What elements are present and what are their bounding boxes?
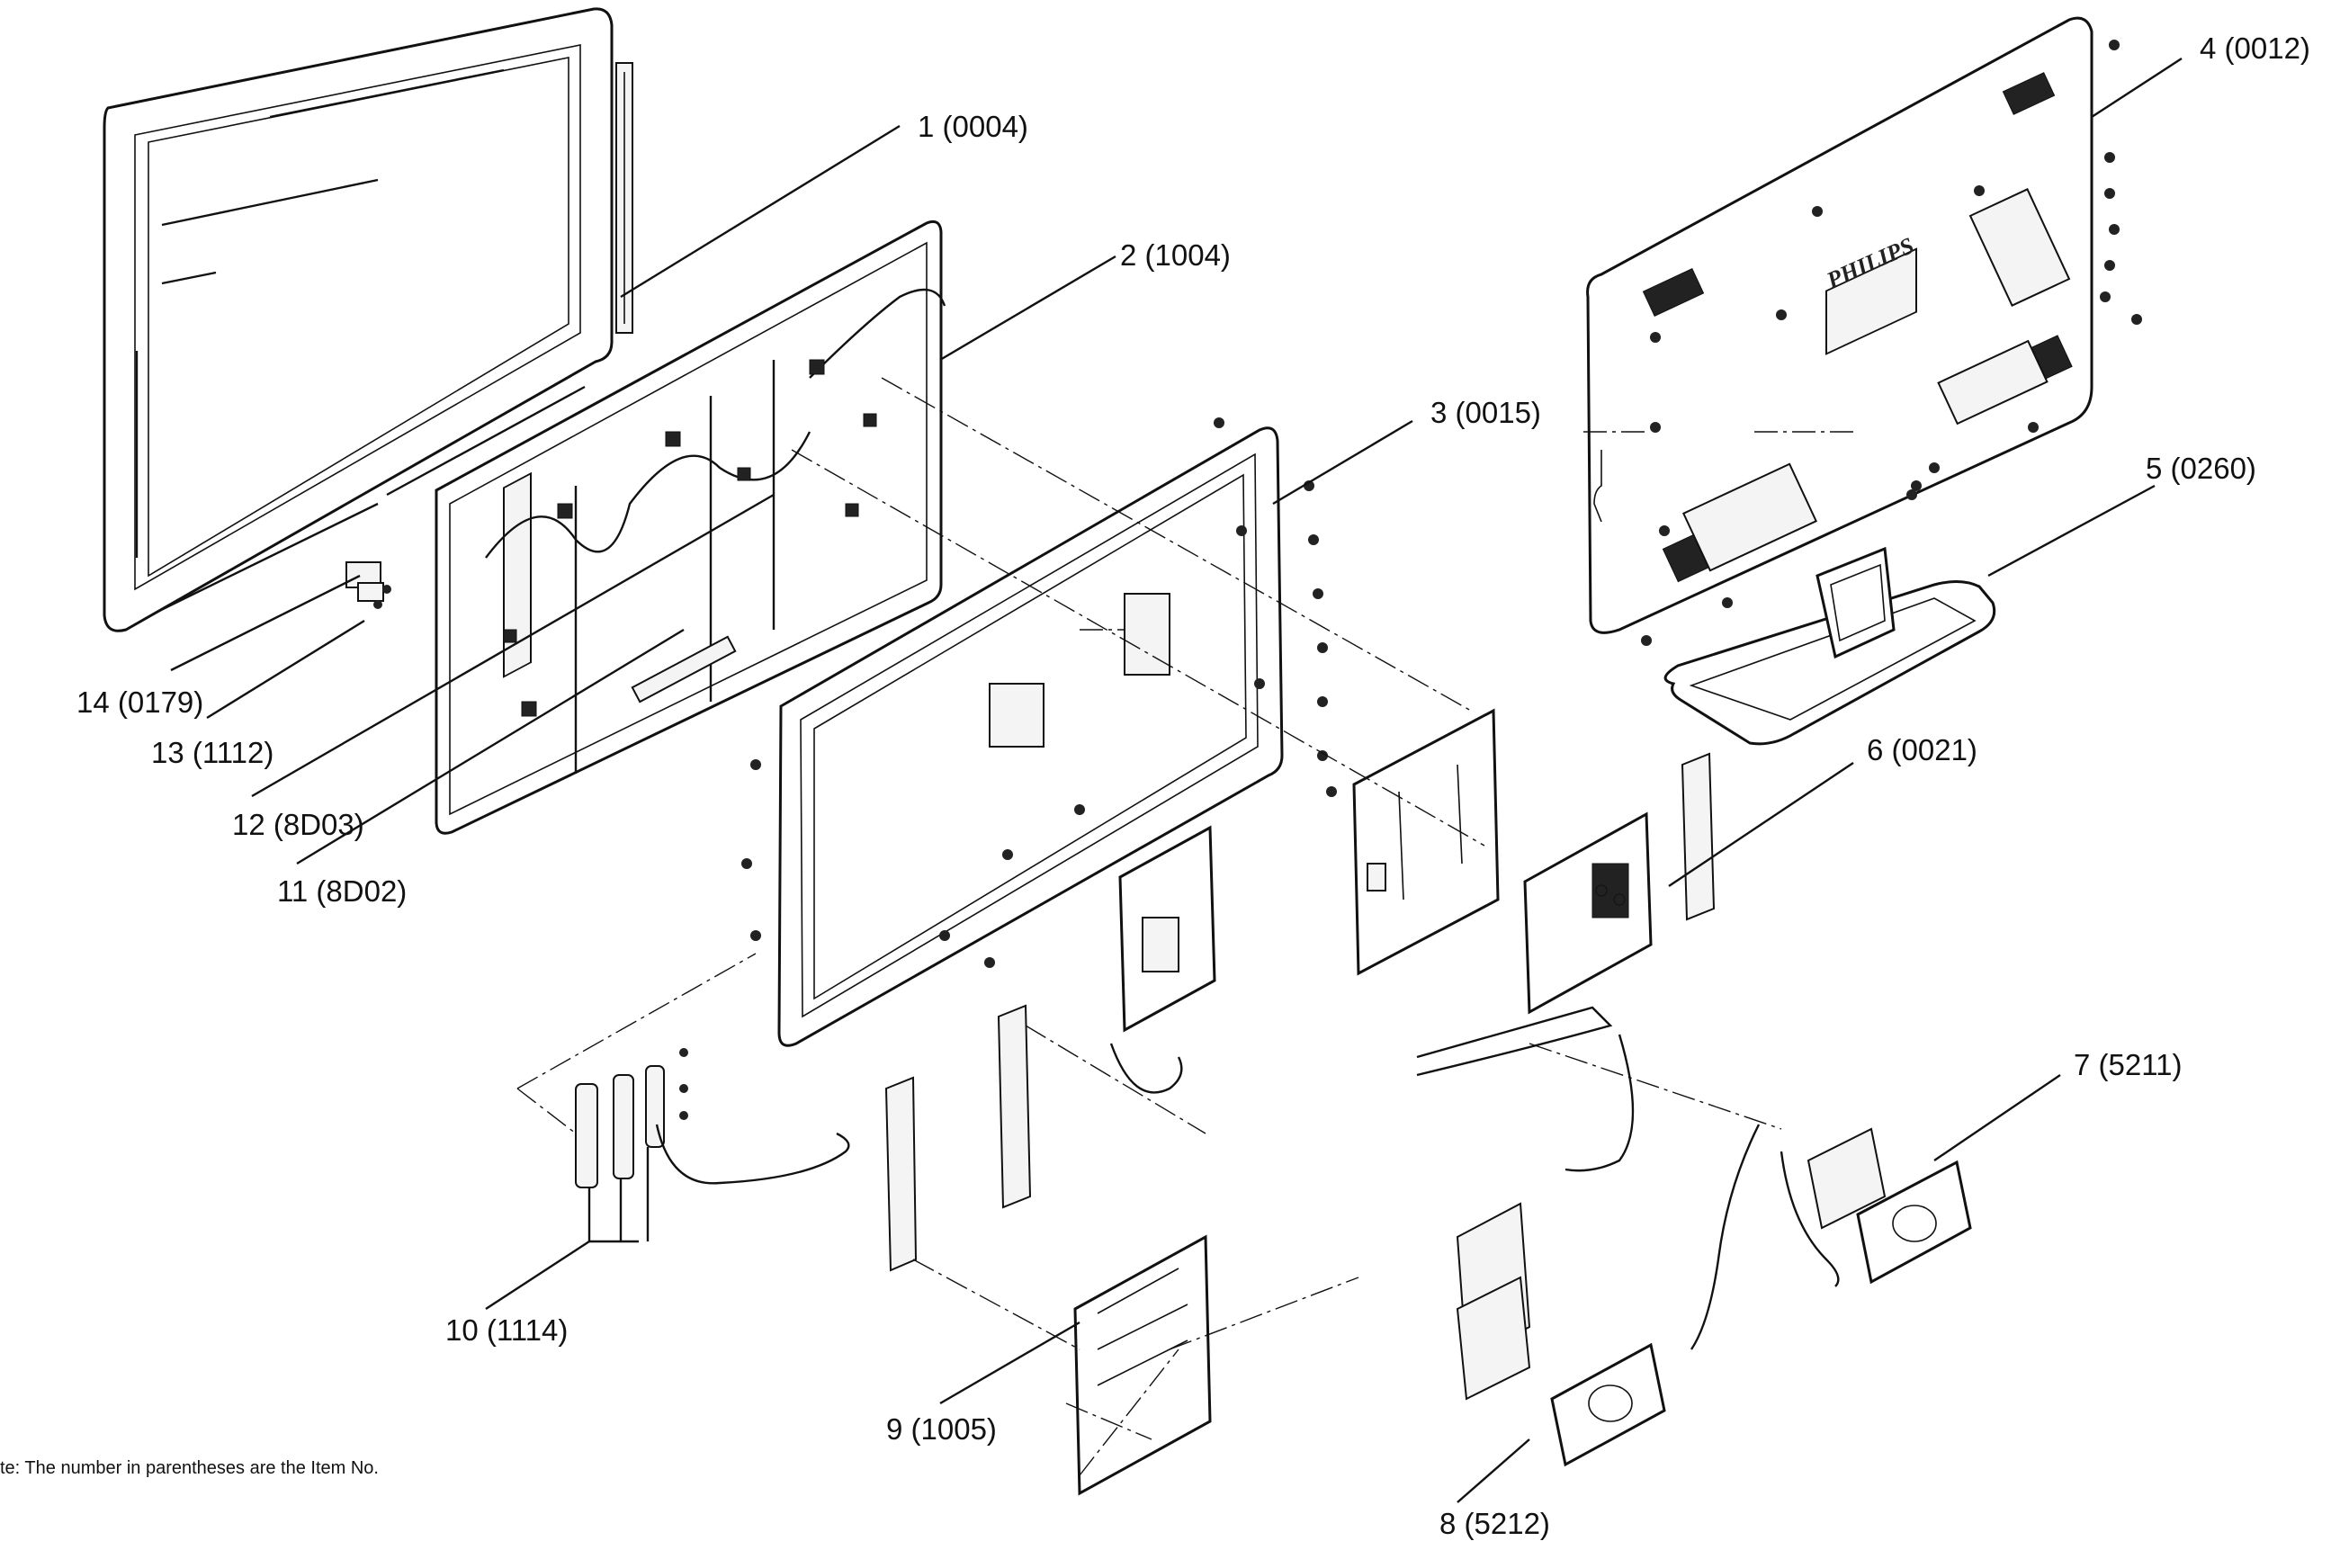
front-bezel: [103, 7, 633, 632]
signal-board: [1523, 752, 1716, 1015]
item-number-note: te: The number in parentheses are the It…: [0, 1458, 379, 1478]
cables: [1109, 1006, 1840, 1350]
callout-4: 4 (0012): [2200, 31, 2310, 65]
bracket-13: [345, 561, 391, 609]
frame-screws: [741, 417, 1337, 968]
callout-2: 2 (1004): [1120, 238, 1231, 272]
small-board: [1118, 825, 1216, 1033]
stand: [1663, 546, 1996, 746]
callout-12: 12 (8D03): [232, 808, 364, 841]
alignment-lines: [516, 377, 1853, 1476]
callout-7: 7 (5211): [2074, 1048, 2182, 1081]
callout-9: 9 (1005): [886, 1412, 997, 1446]
back-cover: PHILIPS: [1586, 16, 2142, 646]
speaker-right: [1807, 1127, 1972, 1285]
callout-labels: 1 (0004) 2 (1004) 3 (0015) 4 (0012) 5 (0…: [76, 31, 2310, 1540]
callout-11: 11 (8D02): [277, 874, 407, 908]
callout-5: 5 (0260): [2146, 452, 2256, 485]
callout-10: 10 (1114): [445, 1313, 568, 1347]
speaker-left: [1456, 1202, 1666, 1467]
callout-13: 13 (1112): [151, 736, 273, 769]
main-chassis: [435, 220, 946, 835]
inner-frame: [777, 426, 1284, 1047]
callout-3: 3 (0015): [1430, 396, 1541, 429]
key-board: [575, 1048, 850, 1188]
leader-lines: [170, 57, 2183, 1503]
callout-6: 6 (0021): [1867, 733, 1977, 766]
callout-14: 14 (0179): [76, 685, 203, 719]
callout-1: 1 (0004): [918, 110, 1028, 143]
callout-8: 8 (5212): [1439, 1507, 1550, 1540]
main-board: [1352, 708, 1500, 976]
